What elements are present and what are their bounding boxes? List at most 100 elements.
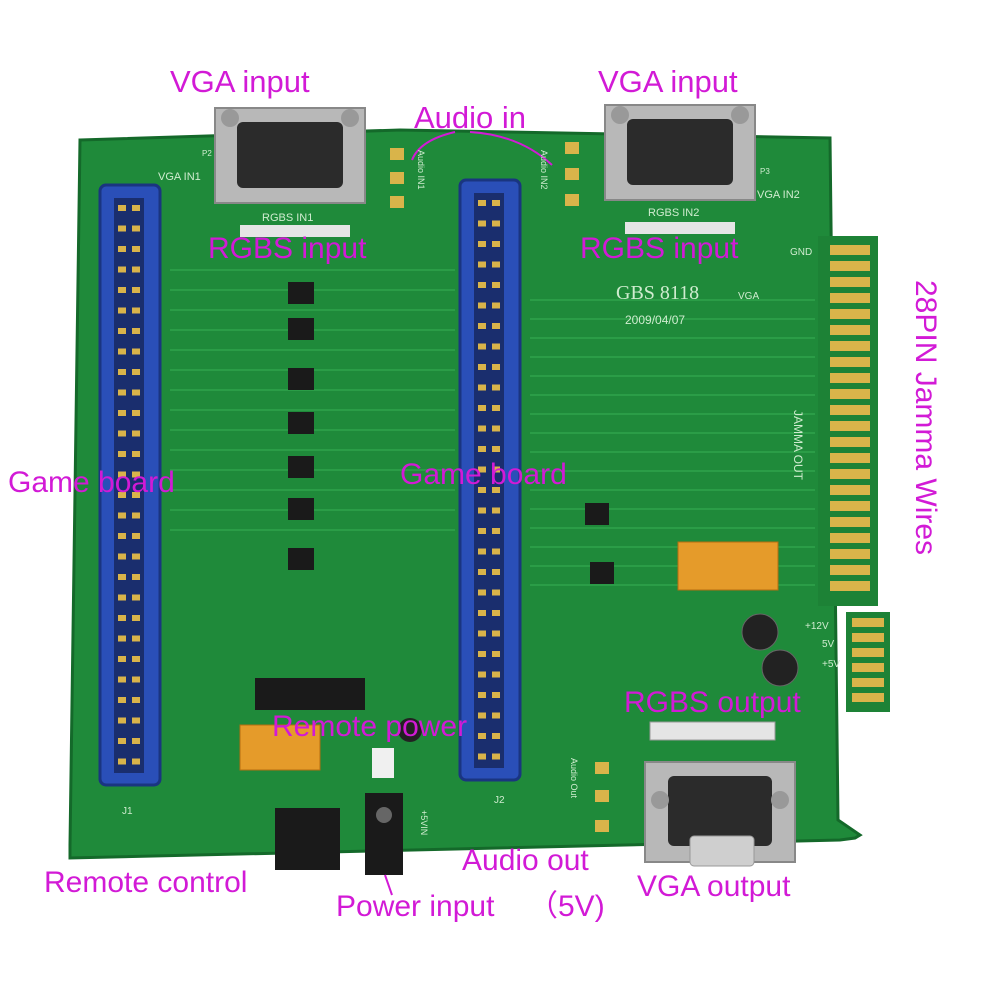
slot-pin	[118, 225, 126, 232]
slot-pin	[132, 287, 140, 293]
capacitor-3	[398, 718, 422, 742]
ic-chip	[288, 498, 314, 520]
slot-pin	[132, 512, 140, 519]
slot-pin	[492, 671, 500, 678]
silk-rgbs-in1: RGBS IN1	[262, 212, 314, 224]
slot-pin	[132, 492, 140, 498]
slot-pin	[478, 487, 486, 493]
slot-pin	[118, 738, 126, 744]
slot-pin	[492, 569, 500, 575]
gold-finger	[852, 633, 884, 642]
audio-in-pins	[390, 142, 579, 208]
slot-pin	[492, 651, 500, 657]
label-audio-out-voltage: （5V)	[528, 890, 605, 923]
pcb-traces	[170, 269, 815, 586]
silk-vga-in1: VGA IN1	[158, 171, 201, 183]
slot-pin	[118, 574, 126, 580]
remote-power-header	[372, 748, 394, 778]
ic-chip	[590, 562, 614, 584]
slot-pin	[478, 323, 486, 329]
silk-gnd: GND	[790, 247, 813, 258]
relay-remote	[239, 724, 321, 771]
slot-pin	[132, 533, 140, 539]
slot-pin	[478, 241, 486, 247]
label-audio-in: Audio in	[414, 100, 527, 135]
gold-finger	[830, 309, 870, 319]
silk-audio-out: Audio Out	[569, 758, 579, 799]
slot-pin	[478, 753, 486, 760]
silk-vga-in2: VGA IN2	[757, 189, 800, 201]
slot-pin	[492, 712, 500, 719]
slot-pin	[118, 676, 126, 683]
audio-in-pointer-left	[411, 131, 456, 161]
slot-pin	[118, 246, 126, 252]
slot-pin	[118, 594, 126, 601]
slot-pin	[478, 569, 486, 575]
silk-v5: 5V	[822, 639, 835, 650]
remote-control-jack	[275, 808, 340, 870]
gold-finger	[830, 517, 870, 527]
slot-pin	[492, 446, 500, 452]
dip-ic	[255, 678, 365, 710]
slot-pin	[478, 200, 486, 206]
slot-pin	[478, 589, 486, 596]
slot-pin	[132, 348, 140, 355]
slot-pin	[132, 471, 140, 478]
slot-pin	[132, 410, 140, 416]
slot-pin	[492, 528, 500, 534]
rgbs-output-header	[649, 721, 776, 741]
slot-pin	[132, 266, 140, 273]
silk-v12: +12V	[805, 621, 829, 632]
gold-finger	[830, 245, 870, 255]
silk-plus5vin: +5VIN	[419, 810, 429, 836]
slot-pin	[118, 471, 126, 478]
gold-finger	[830, 469, 870, 479]
label-rgbs-input-left: RGBS input	[208, 232, 367, 265]
ic-chip	[288, 548, 314, 570]
slot-pin	[492, 630, 500, 637]
slot-pin	[132, 553, 140, 560]
slot-pin	[478, 302, 486, 309]
label-game-board-right: Game board	[400, 458, 567, 491]
gold-finger	[852, 663, 884, 672]
slot-pin	[478, 671, 486, 678]
slot-pin	[492, 282, 500, 288]
slot-pin	[132, 328, 140, 334]
slot-pin	[492, 692, 500, 698]
slot-pin	[478, 343, 486, 350]
label-power-input: Power input	[336, 890, 495, 923]
silk-v5b: +5V	[822, 659, 841, 670]
label-jamma-wires: 28PIN Jamma Wires	[909, 280, 942, 556]
rgbs-input-header-right	[625, 222, 735, 234]
slot-pin	[118, 553, 126, 560]
slot-pin	[478, 220, 486, 227]
slot-pin	[132, 574, 140, 580]
slot-pin	[118, 656, 126, 662]
label-vga-input-right: VGA input	[598, 64, 738, 99]
slot-pin	[132, 451, 140, 457]
slot-pin	[132, 635, 140, 642]
slot-pin	[478, 692, 486, 698]
slot-pin	[492, 241, 500, 247]
silk-audio-in1: Audio IN1	[416, 150, 426, 190]
slot-pin	[118, 410, 126, 416]
slot-pin	[478, 405, 486, 411]
gold-finger	[830, 325, 870, 335]
slot-pin	[492, 200, 500, 206]
silk-date: 2009/04/07	[625, 313, 686, 327]
vga-input-connector-left	[214, 107, 366, 204]
slot-pin	[132, 430, 140, 437]
slot-pin	[478, 507, 486, 514]
slot-pin	[492, 323, 500, 329]
gold-finger	[830, 485, 870, 495]
slot-pin	[478, 610, 486, 616]
jamma-gold-fingers	[830, 245, 884, 702]
slot-pin	[492, 425, 500, 432]
ic-chip	[288, 318, 314, 340]
slot-pin	[492, 487, 500, 493]
slot-pin	[118, 451, 126, 457]
power-input-pointer	[384, 874, 393, 896]
ic-chip	[288, 368, 314, 390]
slot-pin	[492, 733, 500, 739]
label-rgbs-input-right: RGBS input	[580, 232, 739, 265]
